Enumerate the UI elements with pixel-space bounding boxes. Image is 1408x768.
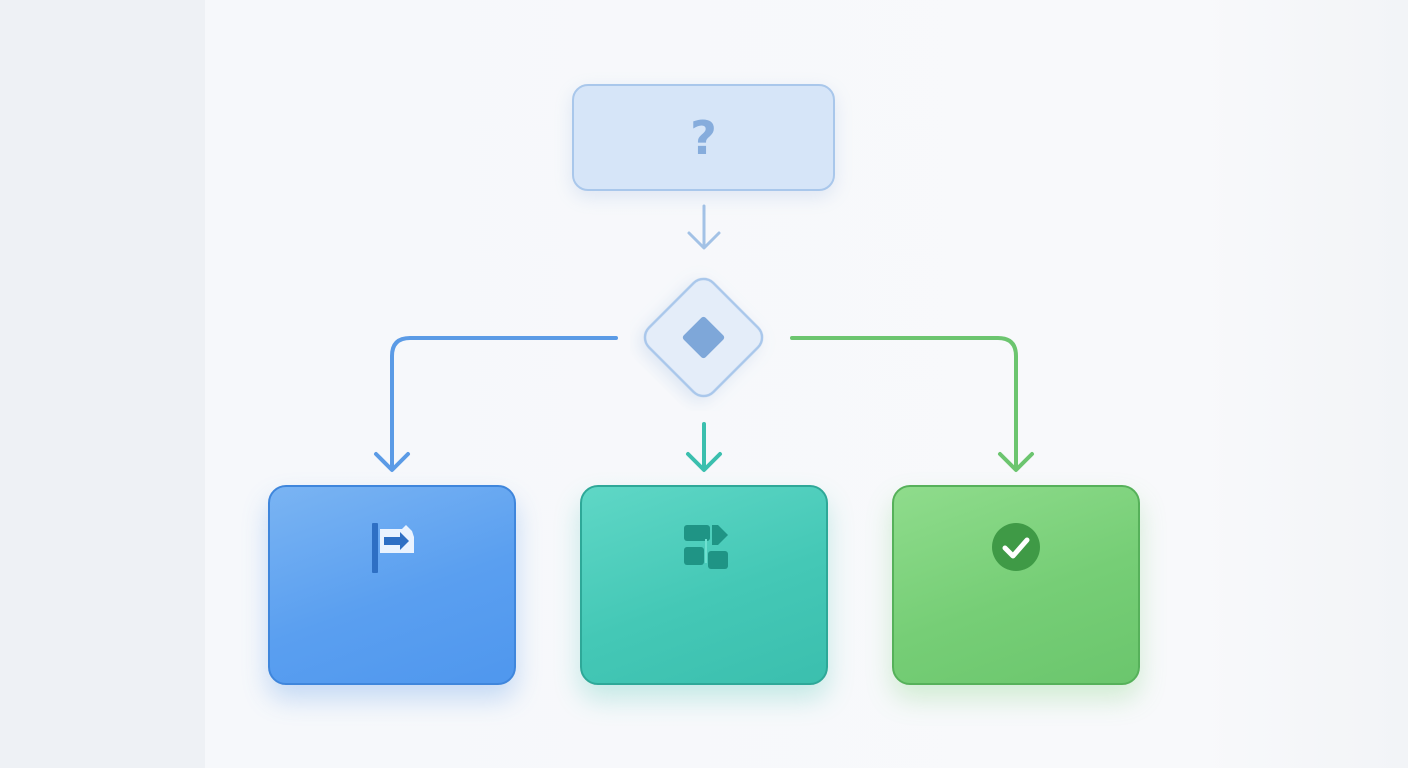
- question-mark-icon: ?: [690, 110, 717, 165]
- decision-to-outcome-a-arrow: [374, 336, 618, 472]
- outcome-a-box[interactable]: [268, 485, 516, 685]
- outcome-c-box[interactable]: [892, 485, 1140, 685]
- check-circle-icon: [992, 523, 1040, 571]
- decision-to-outcome-c-arrow: [790, 336, 1034, 472]
- start-node[interactable]: ?: [572, 84, 835, 191]
- decision-diamond: [643, 277, 764, 398]
- start-to-decision-arrow: [687, 204, 721, 250]
- outcome-b-box[interactable]: [580, 485, 828, 685]
- flag-arrow-icon: [372, 523, 414, 573]
- diamond-icon: [682, 316, 725, 359]
- decision-to-outcome-b-arrow: [686, 422, 722, 472]
- split-blocks-icon: [684, 525, 728, 569]
- decision-node[interactable]: [630, 264, 777, 411]
